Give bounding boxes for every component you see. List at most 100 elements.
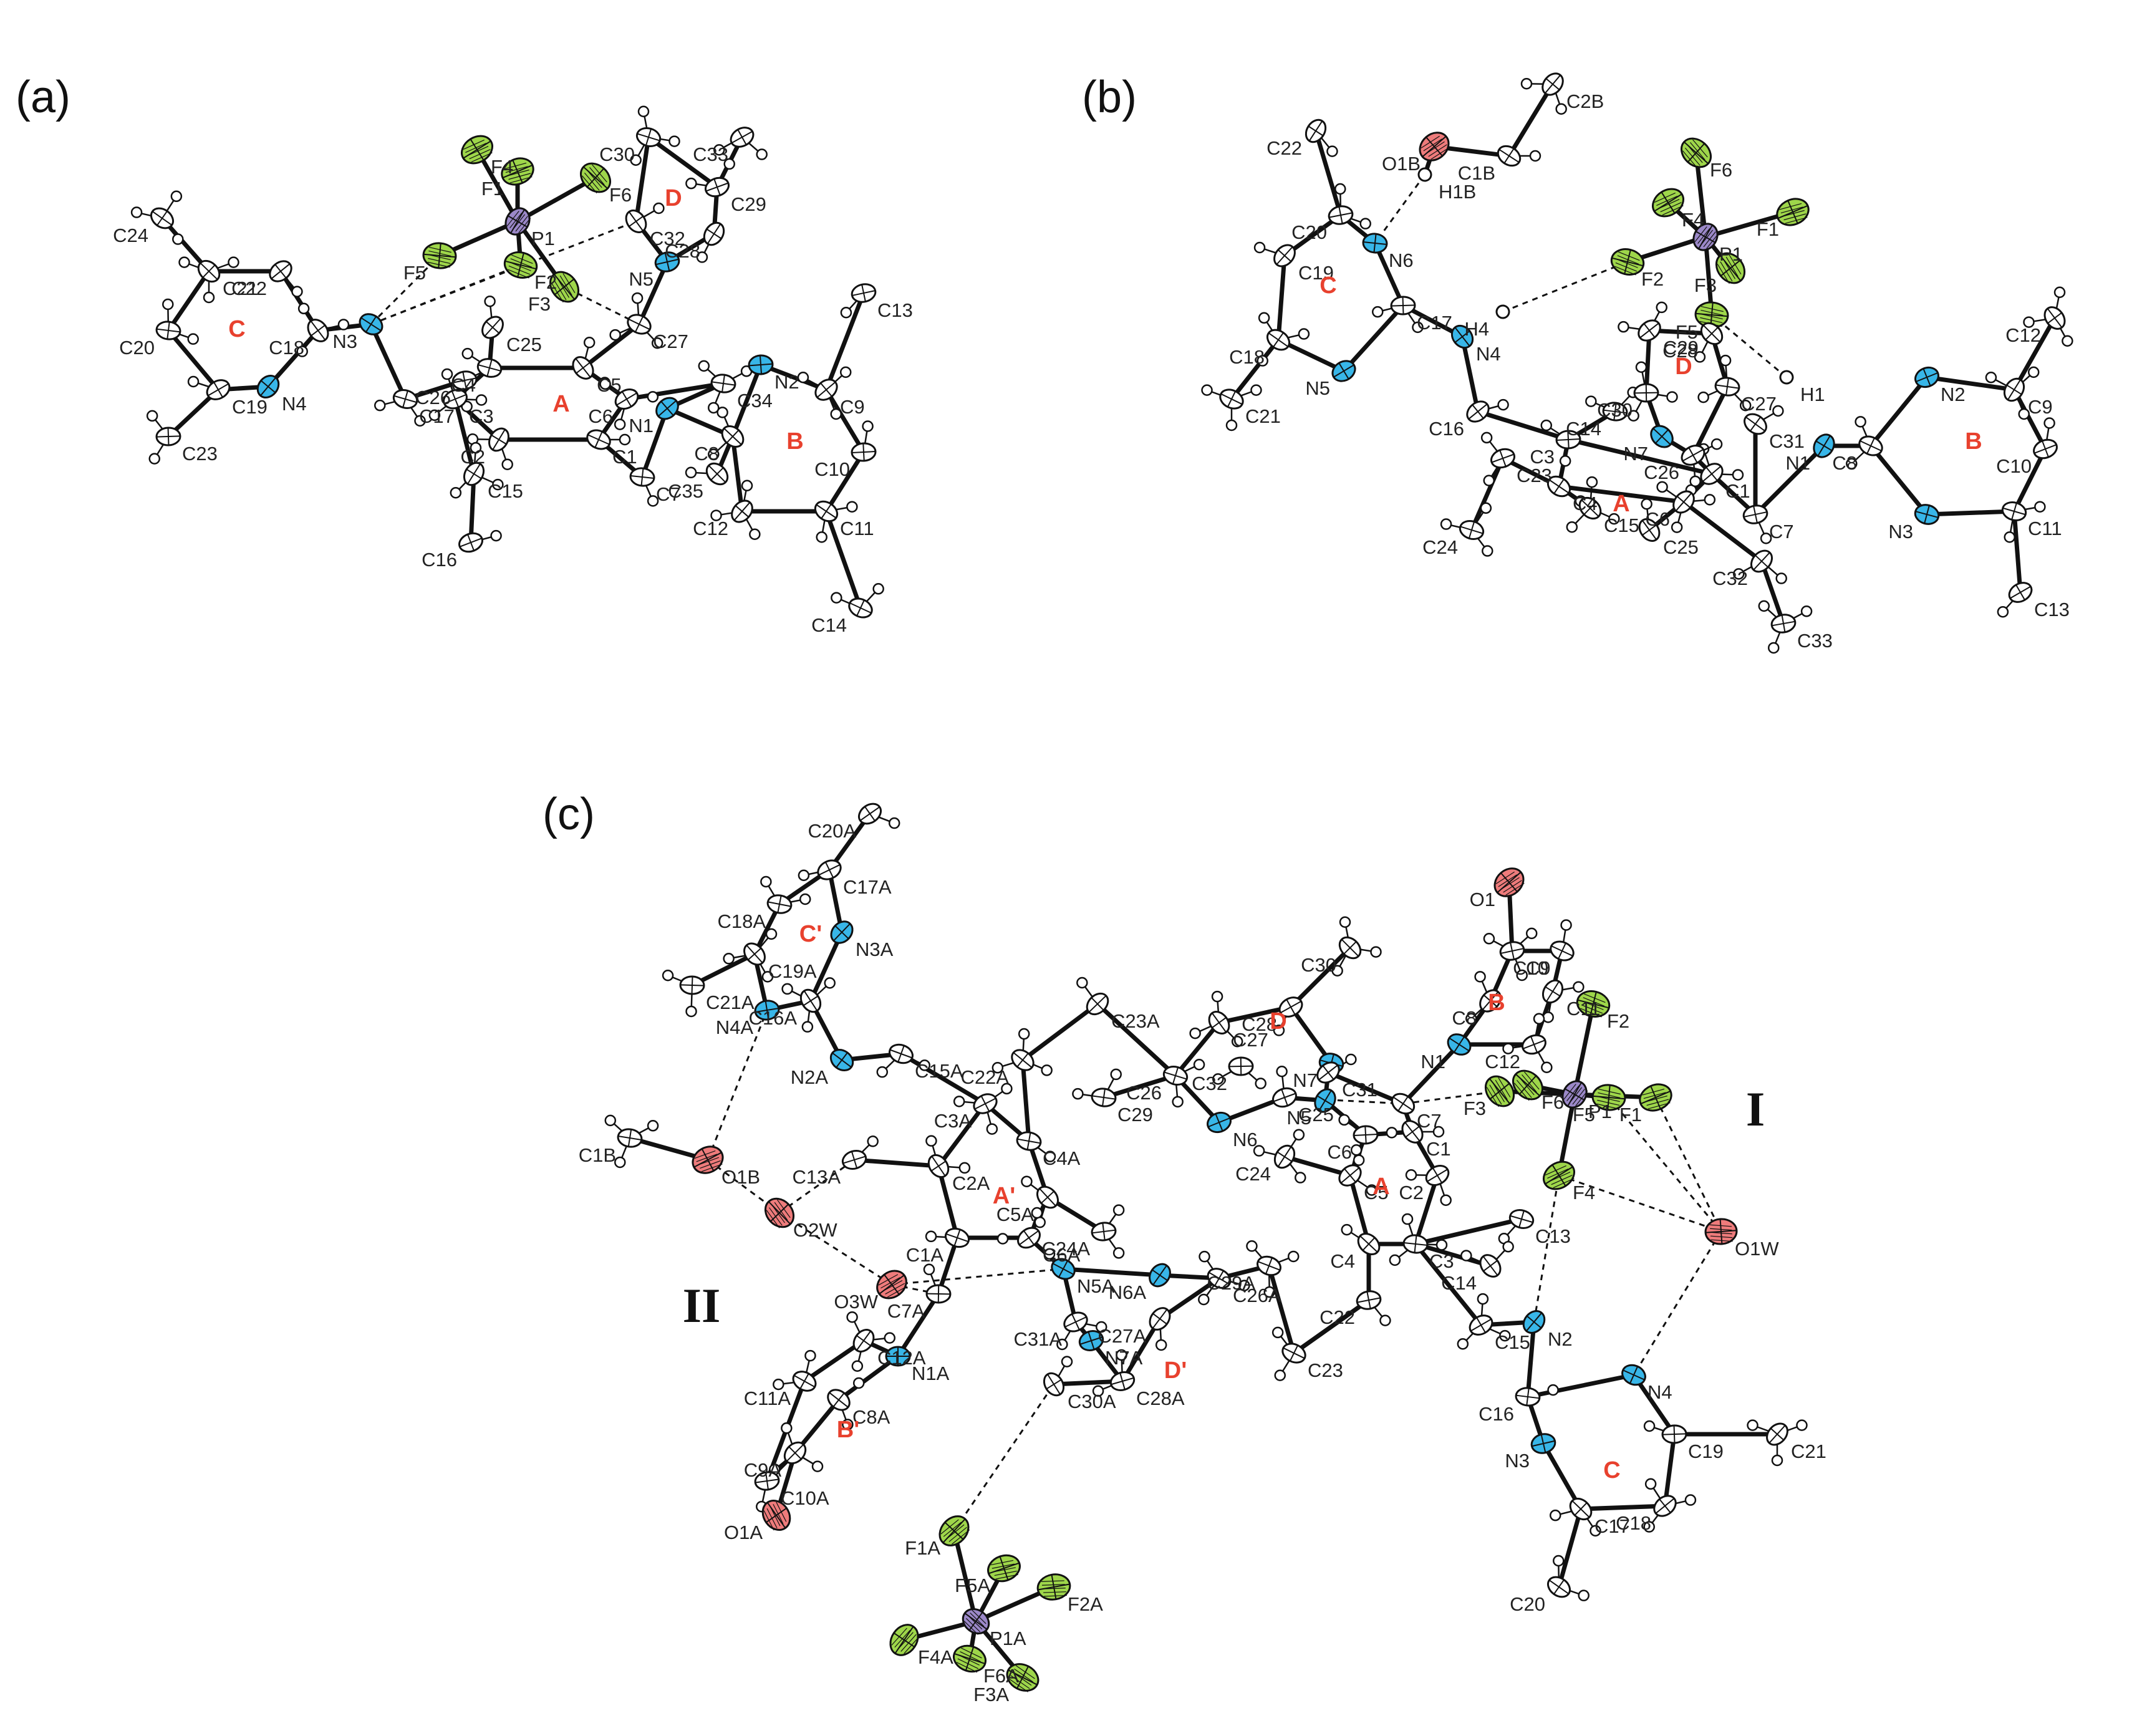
atom-C3 <box>443 388 468 410</box>
hbond-F1-O1W <box>1654 1097 1722 1232</box>
bond-C20-C21 <box>166 269 211 333</box>
bond-N2-C9 <box>1924 375 2017 392</box>
hydrogen-atom <box>696 251 708 263</box>
hydrogen-atom <box>1295 1172 1306 1184</box>
ring-label: A <box>1613 491 1629 517</box>
hydrogen-atom <box>1520 78 1533 90</box>
hydrogen-atom <box>1573 981 1585 993</box>
atom-C8A <box>827 1389 851 1411</box>
atom-C12A <box>852 1329 875 1353</box>
atom-label: C6 <box>1645 508 1670 530</box>
hydrogen-atom <box>1231 1035 1243 1048</box>
atom-C8 <box>1858 435 1883 456</box>
atom-label: C7 <box>656 483 681 505</box>
atom-label: F5A <box>955 1574 990 1596</box>
atom-C9 <box>814 379 838 401</box>
ring-label: A' <box>993 1183 1015 1209</box>
hydrogen-atom <box>1618 321 1629 333</box>
hydrogen-atom <box>2034 501 2046 513</box>
atom-F2A <box>1036 1573 1071 1601</box>
hydrogen-atom <box>723 953 735 965</box>
atom-F4 <box>1652 188 1684 218</box>
bond-C29A-C23 <box>1266 1263 1296 1356</box>
atom-C16A <box>799 988 822 1013</box>
atom-N7A <box>1078 1330 1104 1351</box>
atom-C3 <box>1555 430 1581 450</box>
atom-N5 <box>1331 360 1356 382</box>
hbond-O1W-N4 <box>1633 1231 1722 1376</box>
hydrogen-atom <box>741 480 753 492</box>
atom-H4 <box>1495 304 1510 319</box>
hydrogen-atom <box>651 337 663 349</box>
hydrogen-atom <box>1985 372 1997 383</box>
atom-label: C9 <box>840 396 865 418</box>
hydrogen-atom <box>1018 1028 1030 1040</box>
hydrogen-atom <box>1061 1356 1073 1367</box>
atom-label: N4A <box>716 1016 754 1038</box>
hbond-O3W-N5A <box>891 1268 1064 1286</box>
hydrogen-atom <box>1560 919 1572 931</box>
hydrogen-atom <box>1193 1059 1205 1071</box>
hydrogens-a <box>130 105 884 609</box>
atom-H1 <box>1779 370 1794 385</box>
atom-C17 <box>1569 1497 1593 1521</box>
atom-C7 <box>1391 1092 1416 1115</box>
bond-C1A-C2A <box>936 1164 960 1240</box>
hydrogen-atom <box>1747 1419 1758 1431</box>
atom-label: C12A <box>877 1347 926 1369</box>
atom-label: C17 <box>1417 312 1452 334</box>
bond-C27-N5 <box>637 259 670 327</box>
atom-label: C1 <box>612 446 637 468</box>
hydrogen-atom <box>708 402 720 414</box>
bond-C26-C27 <box>1173 1020 1222 1078</box>
bond-C26-C27 <box>1691 384 1730 458</box>
atom-C16 <box>1466 400 1490 423</box>
atom-label: C5 <box>1364 1182 1389 1203</box>
hbond-N3-C32 <box>370 220 637 326</box>
hydrogen-atom <box>450 486 462 499</box>
atom-label: C29 <box>1663 337 1699 359</box>
atom-N7 <box>1650 425 1674 448</box>
hydrogen-atom <box>1001 1083 1013 1095</box>
atom-label: C22 <box>1319 1306 1355 1328</box>
bond-C17-N6 <box>1373 241 1406 308</box>
atom-label: N5 <box>1305 377 1330 399</box>
atom-C14 <box>1479 1254 1502 1278</box>
atom-C10A <box>754 1471 780 1491</box>
atom-C32 <box>1228 1056 1254 1076</box>
hydrogen-atom <box>852 1377 865 1389</box>
atom-label: C25 <box>1663 536 1699 558</box>
atom-C24 <box>150 207 175 229</box>
hydrogen-atom <box>162 298 174 311</box>
atom-N5A <box>1051 1258 1076 1280</box>
hydrogen-atom <box>1525 927 1538 940</box>
atom-label: F4 <box>491 156 513 178</box>
hydrogen-atom <box>1656 301 1667 314</box>
atom-label: N1 <box>629 415 654 436</box>
hydrogen-atom <box>801 1021 814 1033</box>
atom-H1B <box>1417 167 1432 182</box>
hydrogen-atom <box>1997 605 2009 618</box>
atom-C13 <box>851 283 877 303</box>
hydrogen-atom <box>781 1422 793 1434</box>
atom-C30 <box>1338 936 1362 960</box>
hydrogen-atom <box>374 399 386 412</box>
atom-F6 <box>579 162 612 194</box>
hydrogen-atom <box>1435 1239 1448 1251</box>
atom-C15 <box>1469 1314 1493 1336</box>
hydrogen-atom <box>876 1066 889 1078</box>
atom-C22 <box>269 260 292 282</box>
atom-C18 <box>1266 329 1291 351</box>
atom-C21A <box>679 975 705 995</box>
atom-C31 <box>1316 1061 1340 1084</box>
atom-label: C24 <box>113 224 148 246</box>
atom-label: C14 <box>811 614 847 636</box>
hbond-N2-F4 <box>1533 1175 1560 1323</box>
bond-C9-C10 <box>2012 387 2048 451</box>
hydrogen-atom <box>1643 1420 1656 1432</box>
hydrogen-atom <box>619 433 631 446</box>
ring-label: B <box>786 428 803 455</box>
atom-label: C7 <box>1417 1110 1442 1132</box>
hydrogen-atom <box>1772 405 1784 417</box>
